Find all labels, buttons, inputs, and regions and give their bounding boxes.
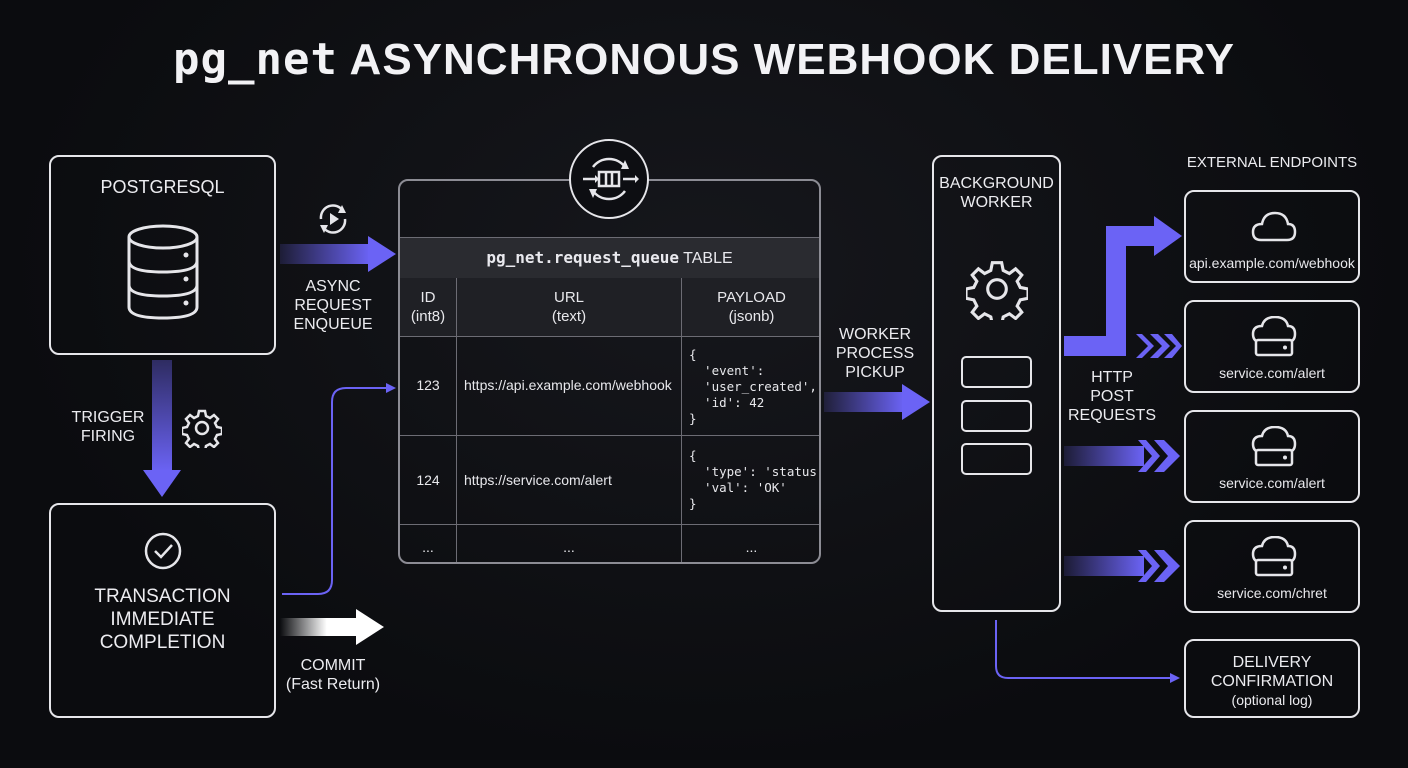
confirmation-label: DELIVERY CONFIRMATION (optional log) bbox=[1210, 654, 1334, 708]
queue-cycle-icon bbox=[583, 157, 639, 201]
gear-icon bbox=[182, 409, 222, 448]
worker-gear-icon bbox=[966, 261, 1028, 320]
async-refresh-icon bbox=[319, 204, 347, 234]
commit-label: COMMIT(Fast Return) bbox=[285, 657, 381, 694]
endpoint-box-1: api.example.com/webhook bbox=[1184, 190, 1360, 283]
table-row-1-id: 123 bbox=[416, 377, 440, 393]
postgresql-label: POSTGRESQL bbox=[100, 177, 225, 197]
check-circle-icon bbox=[144, 532, 182, 570]
cloud-server-icon bbox=[1251, 536, 1297, 577]
cloud-server-icon bbox=[1251, 316, 1297, 357]
endpoint-box-4: service.com/chret bbox=[1184, 520, 1360, 613]
request-queue-table: pg_net.request_queue TABLE ID(int8) URL(… bbox=[398, 179, 821, 564]
worker-slot-3 bbox=[961, 443, 1032, 475]
table-row-1-url: https://api.example.com/webhook bbox=[464, 377, 672, 393]
transaction-label: TRANSACTION IMMEDIATE COMPLETION bbox=[94, 586, 231, 653]
endpoint-box-2: service.com/alert bbox=[1184, 300, 1360, 393]
confirmation-line bbox=[995, 620, 1172, 679]
delivery-confirmation-box: DELIVERY CONFIRMATION (optional log) bbox=[1184, 639, 1360, 718]
column-header-payload: PAYLOAD(jsonb) bbox=[682, 278, 819, 336]
pickup-arrow bbox=[824, 384, 930, 420]
http-arrow-endpoint-1 bbox=[1064, 216, 1182, 358]
transaction-box: TRANSACTION IMMEDIATE COMPLETION bbox=[49, 503, 276, 718]
transaction-to-queue-arrowhead bbox=[386, 383, 396, 393]
enqueue-arrow bbox=[280, 236, 396, 272]
title-text-part: ASYNCHRONOUS WEBHOOK DELIVERY bbox=[349, 35, 1235, 84]
cloud-server-icon bbox=[1251, 426, 1297, 467]
endpoint-label-2: service.com/alert bbox=[1219, 365, 1325, 381]
worker-slot-1 bbox=[961, 356, 1032, 388]
table-row-3-id: ... bbox=[422, 539, 434, 555]
endpoints-heading: EXTERNAL ENDPOINTS bbox=[1186, 154, 1358, 171]
commit-arrow bbox=[280, 609, 384, 645]
table-row-1-payload: { 'event': 'user_created', 'id': 42 } bbox=[689, 347, 817, 426]
cloud-icon bbox=[1251, 211, 1297, 242]
column-header-url: URL(text) bbox=[457, 278, 681, 336]
table-row-2-url: https://service.com/alert bbox=[464, 472, 612, 488]
endpoint-box-3: service.com/alert bbox=[1184, 410, 1360, 503]
trigger-arrow bbox=[143, 360, 181, 497]
table-row-3-payload: ... bbox=[745, 539, 758, 555]
column-header-id: ID(int8) bbox=[400, 278, 456, 336]
table-row-3-url: ... bbox=[563, 539, 575, 555]
confirmation-arrowhead bbox=[1170, 673, 1180, 683]
table-title: pg_net.request_queue TABLE bbox=[400, 237, 819, 279]
endpoint-label-3: service.com/alert bbox=[1219, 475, 1325, 491]
postgresql-box: POSTGRESQL bbox=[49, 155, 276, 355]
endpoint-label-1: api.example.com/webhook bbox=[1189, 255, 1355, 271]
database-icon bbox=[127, 224, 199, 320]
http-arrow-endpoint-2 bbox=[1064, 440, 1180, 472]
queue-icon-badge bbox=[569, 139, 649, 219]
table-row-2-payload: { 'type': 'status', 'val': 'OK' } bbox=[689, 448, 819, 511]
transaction-to-queue-line bbox=[282, 387, 388, 595]
table-row-2-id: 124 bbox=[416, 472, 440, 488]
worker-slot-2 bbox=[961, 400, 1032, 432]
diagram-title: pg_net ASYNCHRONOUS WEBHOOK DELIVERY bbox=[0, 34, 1408, 85]
http-arrow-endpoint-3 bbox=[1064, 550, 1180, 582]
endpoint-label-4: service.com/chret bbox=[1217, 585, 1327, 601]
title-mono-part: pg_net bbox=[173, 34, 338, 85]
